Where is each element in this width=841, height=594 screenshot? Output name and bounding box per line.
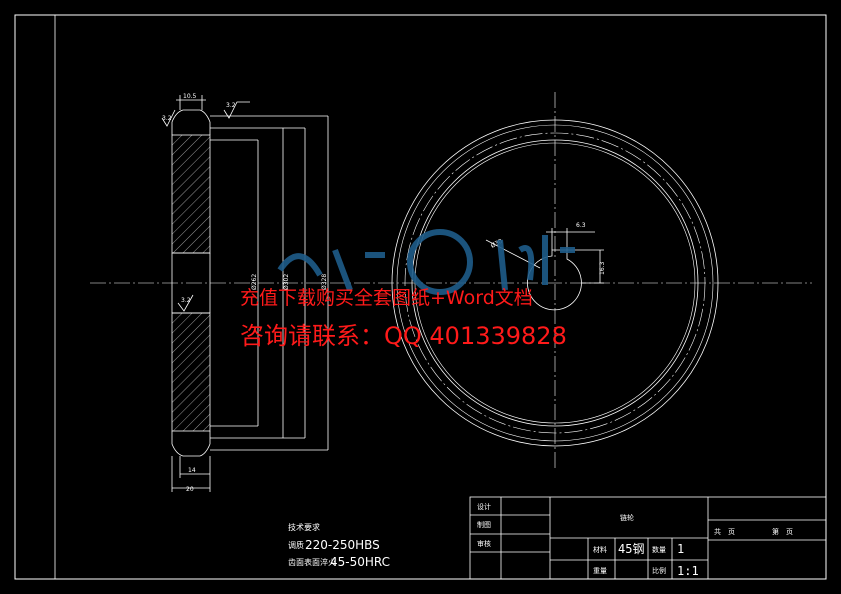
tech-req-line1-value: 220-250HBS [305,538,380,552]
tb-scale-label: 比例 [652,566,666,575]
dim-dia-mid: Ø302 [283,274,290,290]
dim-rough-top: 3.2 [226,102,236,109]
watermark-logo [277,229,575,295]
dim-bottom-outer: 20 [186,486,194,493]
dim-groove-width: 10.5 [183,93,197,100]
dim-dia-outer: Ø328 [321,274,328,290]
tech-req-line1-prefix: 调质 [288,540,304,550]
dim-key-depth: 16.3 [599,261,606,275]
section-view [90,95,812,492]
tb-scale-value: 1:1 [677,564,699,578]
tb-check-label: 审核 [477,539,491,548]
watermark-line1: 充值下载购买全套图纸+Word文档 [240,287,533,309]
tb-drawing-label: 制图 [477,520,491,529]
tb-material-value: 45钢 [618,542,644,556]
tb-part-name: 链轮 [620,513,634,522]
tb-sheet-no: 第 页 [772,527,793,536]
dim-key-width: 6.3 [576,222,586,229]
tb-quantity-value: 1 [677,542,684,556]
tech-req-title: 技术要求 [288,522,320,532]
front-view [391,92,719,470]
tech-req-line2-value: 45-50HRC [330,555,390,569]
dim-rough-bore: 3.2 [181,297,191,304]
inner-frame [54,14,827,580]
dim-rough-left: 3.2 [162,115,172,122]
tb-sheets-total: 共 页 [714,527,735,536]
tb-design-label: 设计 [477,502,491,511]
watermark-line2: 咨询请联系：QQ 401339828 [240,322,567,350]
tb-weight-label: 重量 [593,567,607,575]
title-block [469,496,827,580]
tb-quantity-label: 数量 [652,545,666,554]
dim-bottom-inner: 14 [188,467,196,474]
tb-material-label: 材料 [593,545,607,554]
dim-dia-inner: Ø262 [251,274,258,290]
tech-req-line2-prefix: 齿面表面淬火 [288,557,336,567]
